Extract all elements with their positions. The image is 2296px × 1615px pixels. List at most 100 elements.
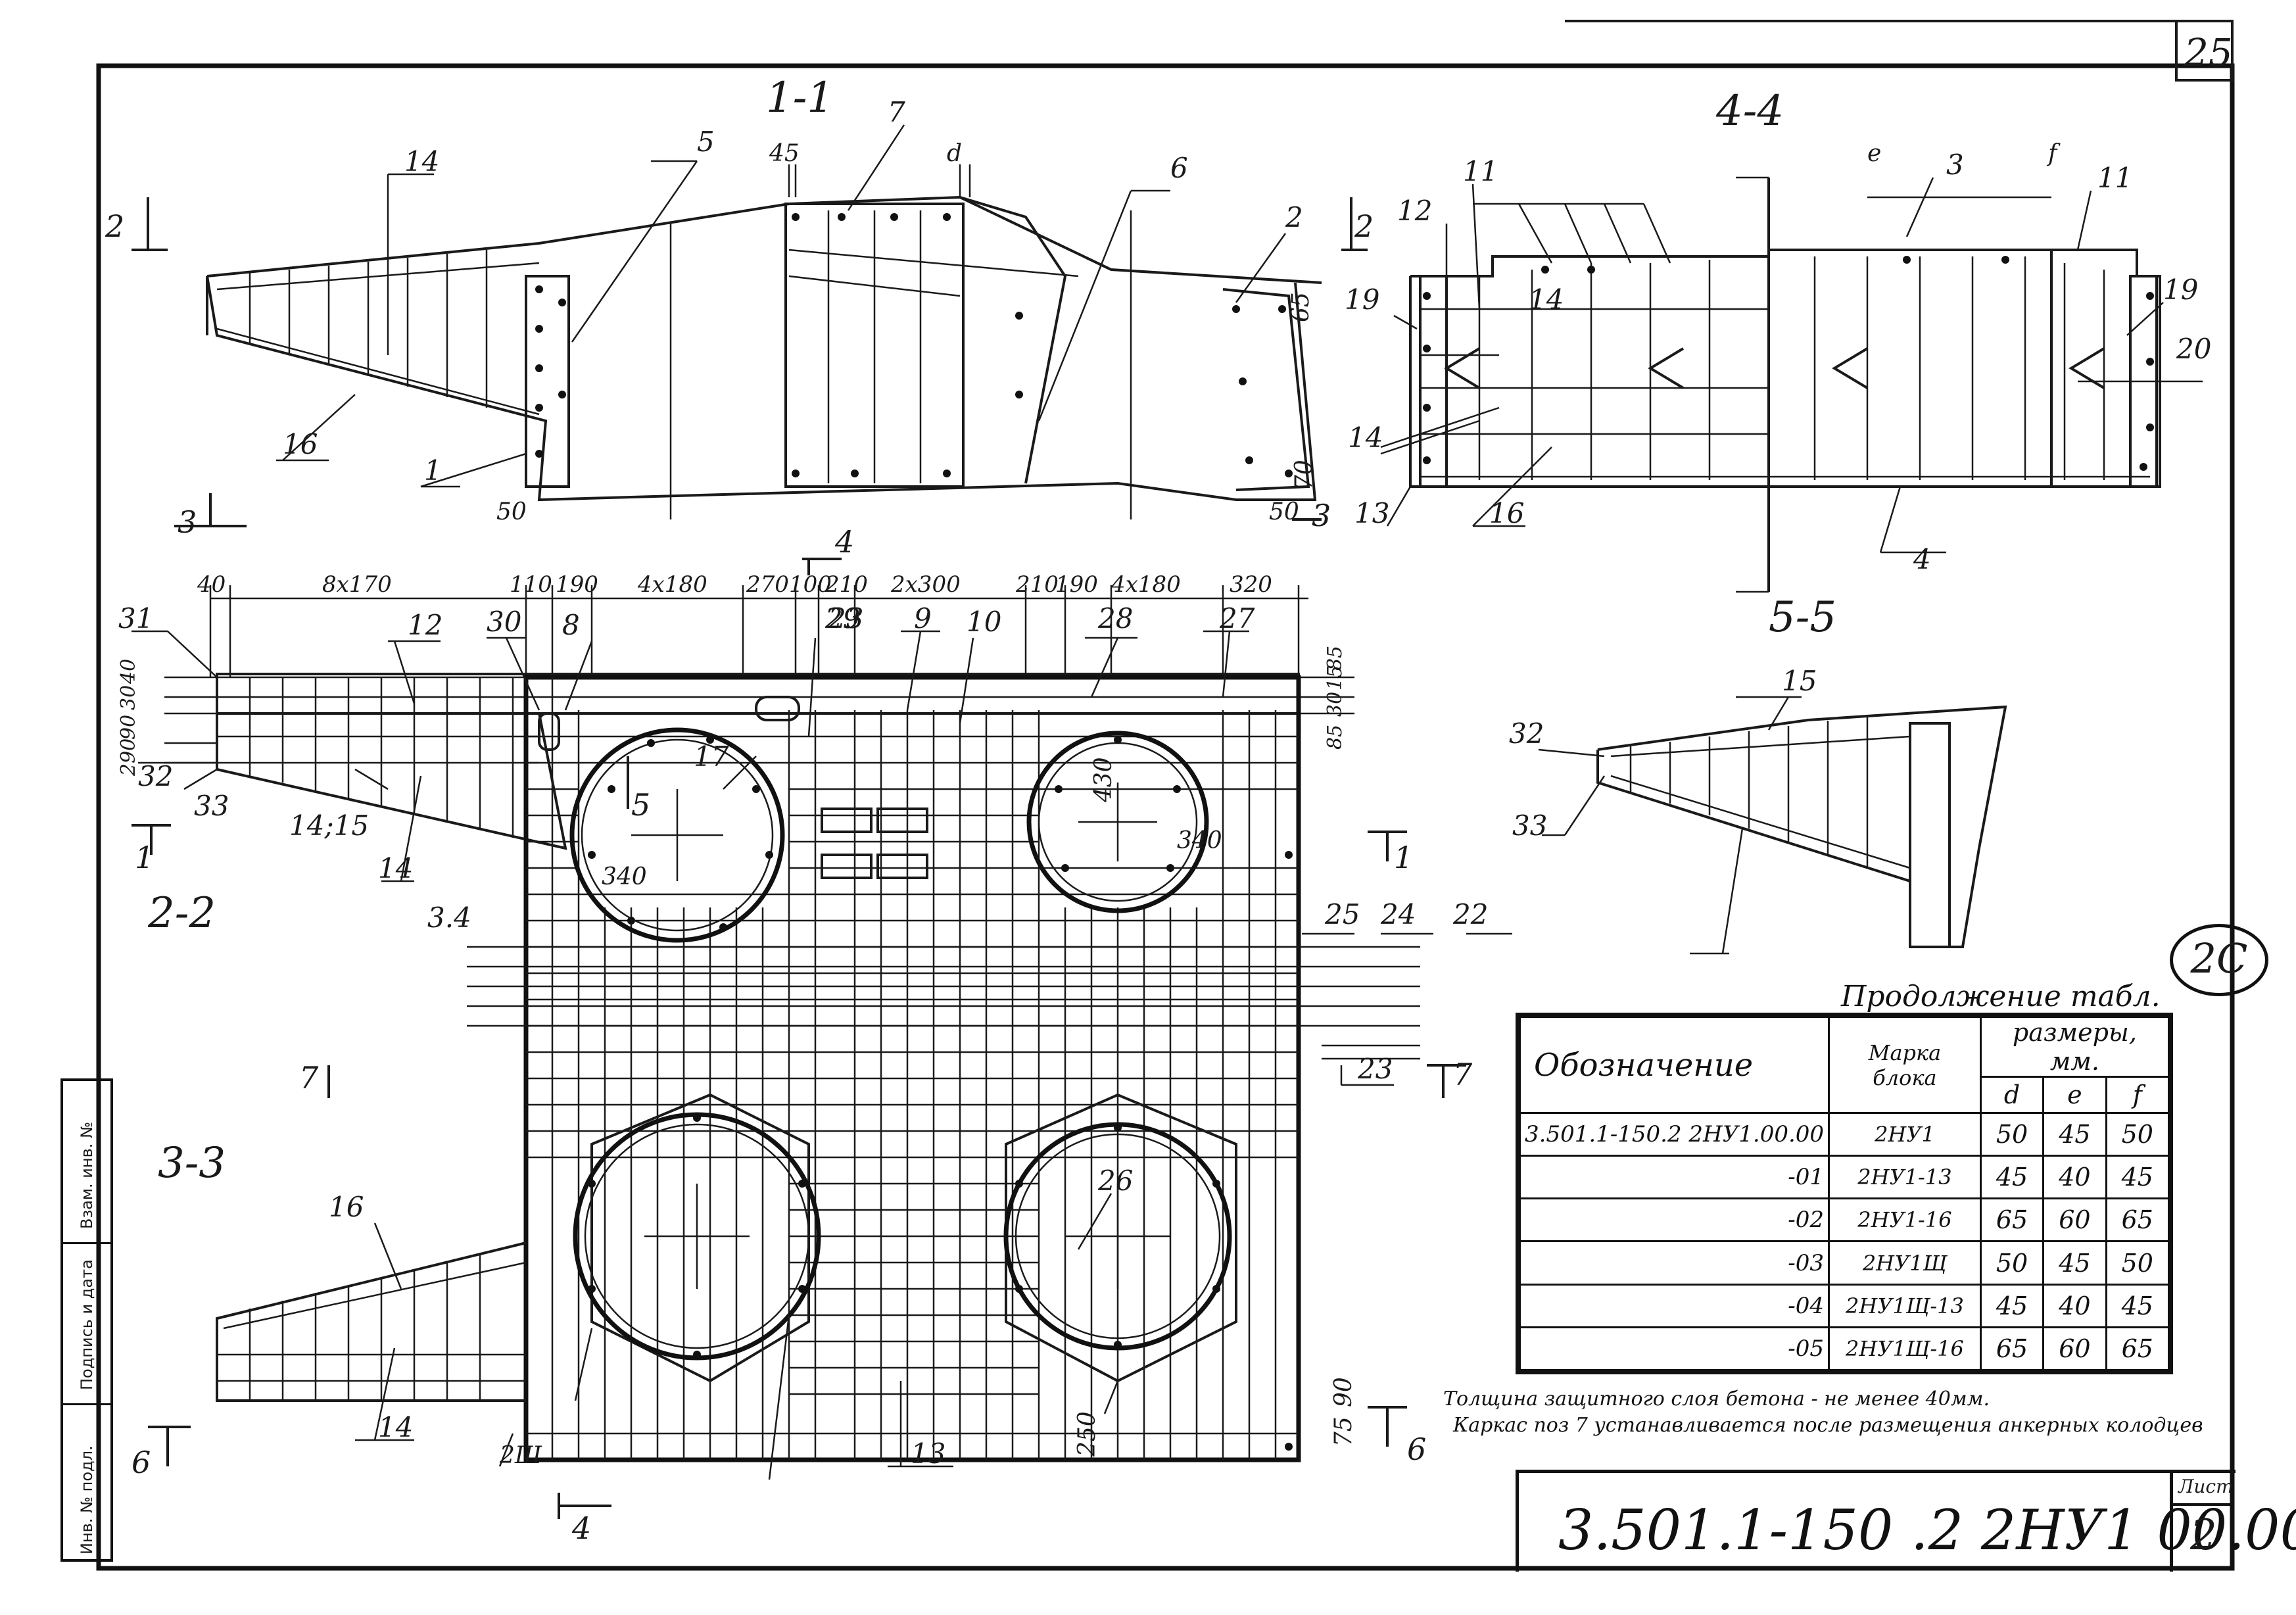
- row-e: 60: [2042, 1197, 2107, 1243]
- title-block: 3.501.1-150 .2 2НУ1 00.00СБ Лист 2: [1516, 1470, 2296, 1572]
- cut-mark-6-left: 6: [132, 1445, 151, 1480]
- dim-90: 90: [1330, 1377, 1357, 1407]
- section-title-5-5: 5-5: [1769, 593, 1836, 642]
- callout-11b: 11: [2097, 162, 2132, 194]
- dim-top-210b: 210: [1015, 571, 1059, 598]
- row-mark: 2НУ1-13: [1828, 1155, 1982, 1200]
- row-e: 40: [2042, 1155, 2107, 1200]
- section-4-4-drawing: [1380, 176, 2203, 593]
- dim-top-4x180b: 4x180: [1111, 571, 1181, 598]
- dim-top-8x170: 8x170: [322, 571, 392, 598]
- cut-mark-6-right: 6: [1407, 1432, 1426, 1467]
- cut-mark-1-left: 1: [135, 840, 154, 875]
- callout-4: 4: [1913, 543, 1931, 575]
- callout-13-plan: 13: [911, 1437, 945, 1470]
- callout-1: 1: [424, 454, 442, 487]
- cut-mark-7-left: 7: [299, 1060, 319, 1096]
- callout-23b: 23: [828, 602, 863, 635]
- callout-3: 3: [1946, 149, 1964, 181]
- row-f: 45: [2105, 1283, 2170, 1328]
- col-d: d: [1979, 1076, 2045, 1114]
- side-inv-number: Инв. № подл.: [78, 1445, 96, 1555]
- callout-19-right: 19: [2163, 274, 2198, 306]
- row-e: 40: [2042, 1283, 2107, 1328]
- cut-mark-7-right: 7: [1453, 1057, 1473, 1092]
- callout-25: 25: [1324, 898, 1360, 930]
- callout-29: 29: [825, 602, 860, 635]
- cut-mark-2-left: 2: [105, 208, 124, 244]
- dim-top-190: 190: [556, 571, 598, 598]
- row-mark: 2НУ1: [1828, 1111, 1982, 1157]
- callout-14-sec44a: 14: [1529, 283, 1564, 316]
- dim-75: 75: [1330, 1416, 1357, 1447]
- col-designation: Обозначение: [1518, 1016, 1830, 1114]
- dim-top-2x300: 2x300: [890, 571, 961, 598]
- document-code: 3.501.1-150 .2 2НУ1 00.00СБ: [1558, 1498, 2296, 1562]
- section-title-4-4: 4-4: [1715, 87, 1784, 135]
- row-mark: 2НУ1Щ-13: [1828, 1283, 1982, 1328]
- row-mark: 2НУ1Щ: [1828, 1240, 1982, 1286]
- callout-32-sec55: 32: [1509, 717, 1544, 750]
- callout-13-sec44: 13: [1354, 497, 1389, 529]
- row-f: 45: [2105, 1155, 2170, 1200]
- col-f: f: [2105, 1076, 2170, 1114]
- dim-e: e: [1867, 140, 1881, 167]
- cut-mark-5: 5: [631, 787, 650, 823]
- row-d: 50: [1979, 1240, 2045, 1286]
- dim-top-270: 270: [746, 571, 789, 598]
- dim-left-290: 290: [117, 738, 140, 777]
- table-row: -01 2НУ1-13 45 40 45: [1518, 1155, 2170, 1200]
- callout-23: 23: [1357, 1053, 1393, 1085]
- dim-d: d: [947, 140, 962, 167]
- section-5-5-drawing: [1538, 696, 2007, 955]
- row-f: 50: [2105, 1240, 2170, 1286]
- callout-12-sec44: 12: [1397, 195, 1432, 227]
- callout-32-plan: 32: [138, 760, 173, 792]
- dim-50-left: 50: [496, 498, 527, 525]
- dim-2sh: 2Ш: [499, 1442, 542, 1469]
- callout-14-sec44b: 14: [1348, 422, 1383, 454]
- callout-16-plan: 16: [329, 1191, 364, 1223]
- dim-top-110: 110: [510, 571, 552, 598]
- dim-left-40: 40: [117, 659, 140, 685]
- callout-24: 24: [1380, 898, 1416, 930]
- callout-15: 15: [1782, 665, 1817, 697]
- stamp: 2C: [2170, 924, 2268, 996]
- dim-45: 45: [769, 140, 800, 167]
- dim-top-40: 40: [197, 571, 226, 598]
- callout-14-15: 14;15: [289, 809, 369, 842]
- dim-right-15: 15: [1324, 665, 1347, 690]
- table-row: -02 2НУ1-16 65 60 65: [1518, 1197, 2170, 1243]
- table-caption: Продолжение табл.: [1841, 980, 2161, 1013]
- col-e: e: [2042, 1076, 2107, 1114]
- cut-mark-3-left: 3: [178, 504, 197, 540]
- row-d: 50: [1979, 1111, 2045, 1157]
- note-concrete-cover: Толщина защитного слоя бетона - не менее…: [1443, 1387, 1990, 1410]
- row-d: 65: [1979, 1197, 2045, 1243]
- side-replaced-inv: Взам. инв. №: [78, 1122, 96, 1229]
- page-number: 25: [2184, 30, 2233, 75]
- sheet-label: Лист: [2178, 1476, 2234, 1497]
- dim-left-30: 30: [117, 685, 140, 710]
- col-mark: Марка блока: [1828, 1016, 1982, 1114]
- table-row: 3.501.1-150.2 2НУ1.00.00 2НУ1 50 45 50: [1518, 1111, 2170, 1157]
- callout-16-sec11: 16: [283, 428, 318, 460]
- row-e: 60: [2042, 1326, 2107, 1372]
- spec-table: Обозначение Марка блока размеры, мм. d e…: [1516, 1013, 2173, 1374]
- row-designation: 3.501.1-150.2 2НУ1.00.00: [1518, 1111, 1830, 1157]
- callout-10: 10: [967, 606, 1001, 638]
- dim-340-left: 340: [602, 863, 647, 890]
- row-mark: 2НУ1-16: [1828, 1197, 1982, 1243]
- row-f: 65: [2105, 1197, 2170, 1243]
- dim-340-right: 340: [1177, 827, 1222, 854]
- row-e: 45: [2042, 1240, 2107, 1286]
- callout-7: 7: [888, 96, 905, 128]
- row-f: 65: [2105, 1326, 2170, 1372]
- col-dims: размеры, мм.: [1979, 1016, 2170, 1078]
- row-mark: 2НУ1Щ-16: [1828, 1326, 1982, 1372]
- side-signature-date: Подпись и дата: [78, 1259, 96, 1390]
- row-e: 45: [2042, 1111, 2107, 1157]
- sheet-box: Лист 2: [2170, 1473, 2236, 1572]
- callout-14-plan: 14: [378, 852, 413, 884]
- plan-view-drawing: [132, 558, 1512, 1519]
